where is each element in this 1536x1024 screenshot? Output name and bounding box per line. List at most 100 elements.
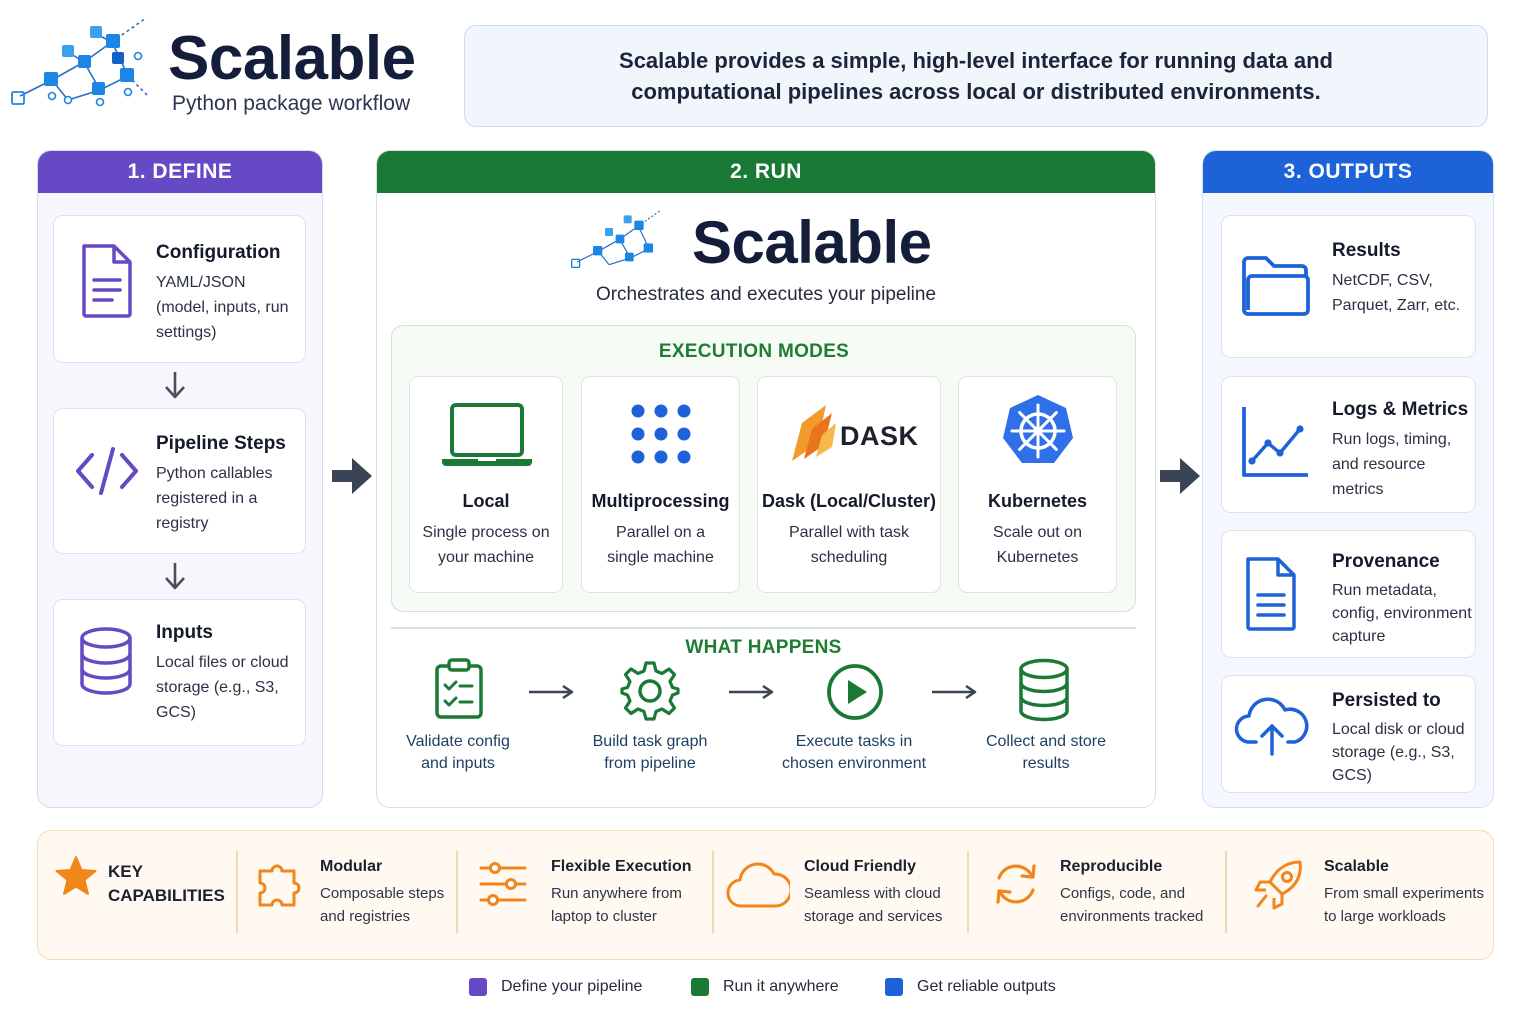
document-icon: [1246, 557, 1296, 631]
define-card-title: Configuration: [156, 242, 281, 263]
mode-desc: Parallel on a single machine: [607, 524, 714, 566]
run-tagline: Orchestrates and executes your pipeline: [595, 284, 937, 305]
arrow-right-icon: [529, 684, 574, 700]
legend-item-outputs: Get reliable outputs: [885, 978, 1056, 996]
output-card-persisted: Persisted to Local disk or cloud storage…: [1221, 675, 1476, 793]
capability-title: Reproducible: [1060, 858, 1163, 875]
dask-logo-text: DASK: [840, 421, 919, 451]
define-card-desc: Local files or cloud storage (e.g., S3, …: [156, 654, 289, 721]
database-icon: [1019, 658, 1069, 722]
output-card-desc: Local disk or cloud storage (e.g., S3, G…: [1332, 721, 1465, 784]
scalable-logo-icon: [571, 209, 662, 268]
arrow-right-icon: [729, 684, 774, 700]
output-card-title: Results: [1332, 240, 1401, 261]
cloud-icon: [726, 862, 790, 908]
database-icon: [80, 627, 132, 695]
right-arrow-icon: [332, 458, 372, 494]
mode-card-kubernetes: Kubernetes Scale out on Kubernetes: [958, 376, 1117, 593]
define-card-desc: YAML/JSON (model, inputs, run settings): [156, 274, 289, 341]
right-arrow-icon: [1160, 458, 1200, 494]
intro-text: Scalable provides a simple, high-level i…: [619, 48, 1333, 104]
capability-title: Flexible Execution: [551, 858, 692, 875]
capability-desc: Composable steps and registries: [320, 885, 445, 925]
capability-divider: [456, 851, 458, 933]
mode-title: Kubernetes: [987, 491, 1088, 511]
checklist-icon: [435, 658, 483, 719]
legend-label: Run it anywhere: [723, 978, 839, 995]
step-label: Validate config and inputs: [406, 733, 510, 772]
step-label: Execute tasks in chosen environment: [781, 733, 927, 772]
output-card-desc: Run logs, timing, and resource metrics: [1332, 431, 1452, 498]
document-icon: [82, 244, 132, 318]
define-card-desc: Python callables registered in a registr…: [156, 465, 273, 532]
what-happens-label: WHAT HAPPENS: [685, 637, 842, 658]
capability-desc: Run anywhere from laptop to cluster: [551, 885, 682, 925]
refresh-icon: [996, 864, 1036, 904]
down-arrow-icon: [165, 563, 185, 590]
capability-desc: From small experiments to large workload…: [1324, 885, 1485, 925]
legend-swatch: [885, 978, 903, 996]
run-brand-title: Scalable: [692, 209, 932, 276]
kubernetes-icon: [1003, 395, 1073, 463]
star-icon: [55, 856, 97, 895]
line-chart-icon: [1242, 407, 1308, 477]
output-card-desc: Run metadata, config, environment captur…: [1332, 582, 1472, 645]
run-heading: 2. RUN: [377, 151, 1155, 193]
output-card-provenance: Provenance Run metadata, config, environ…: [1221, 530, 1476, 658]
step-label: Collect and store results: [985, 733, 1107, 772]
output-card-logs-metrics: Logs & Metrics Run logs, timing, and res…: [1221, 376, 1476, 513]
dask-logo-icon: [792, 405, 836, 461]
mode-title: Multiprocessing: [591, 491, 730, 511]
mode-card-multiprocessing: Multiprocessing Parallel on a single mac…: [581, 376, 740, 593]
folder-icon: [1242, 256, 1310, 316]
execution-modes-label: EXECUTION MODES: [658, 341, 850, 362]
capability-title: Modular: [320, 858, 383, 875]
puzzle-icon: [258, 864, 301, 907]
down-arrow-icon: [165, 372, 185, 399]
capability-title: Scalable: [1324, 858, 1389, 875]
arrow-right-icon: [932, 684, 977, 700]
scalable-logo-icon: [11, 17, 149, 107]
cloud-upload-icon: [1234, 697, 1309, 756]
define-card-inputs: Inputs Local files or cloud storage (e.g…: [53, 599, 306, 746]
mode-desc: Scale out on Kubernetes: [993, 524, 1082, 566]
step-label: Build task graph from pipeline: [592, 733, 708, 772]
mode-card-dask: DASK Dask (Local/Cluster) Parallel with …: [757, 376, 941, 593]
dots-grid-icon: [631, 404, 691, 464]
capability-title: Cloud Friendly: [804, 858, 916, 875]
define-heading: 1. DEFINE: [38, 151, 322, 193]
capability-desc: Seamless with cloud storage and services: [804, 885, 943, 925]
gear-icon: [620, 661, 680, 721]
legend-item-run: Run it anywhere: [691, 978, 839, 996]
define-card-configuration: Configuration YAML/JSON (model, inputs, …: [53, 215, 306, 363]
output-card-desc: NetCDF, CSV, Parquet, Zarr, etc.: [1332, 272, 1461, 314]
page-subtitle: Python package workflow: [172, 92, 411, 115]
legend-label: Define your pipeline: [501, 978, 643, 995]
legend-swatch: [691, 978, 709, 996]
outputs-heading: 3. OUTPUTS: [1203, 151, 1493, 193]
capability-divider: [1225, 851, 1227, 933]
intro-banner: Scalable provides a simple, high-level i…: [464, 25, 1488, 127]
rocket-icon: [1254, 860, 1302, 910]
legend-swatch: [469, 978, 487, 996]
define-card-title: Inputs: [156, 622, 213, 643]
mode-card-local: Local Single process on your machine: [409, 376, 563, 593]
code-icon: [76, 447, 138, 495]
output-card-title: Provenance: [1332, 551, 1440, 572]
output-card-title: Persisted to: [1332, 690, 1441, 711]
define-card-pipeline-steps: Pipeline Steps Python callables register…: [53, 408, 306, 554]
run-divider: [391, 627, 1136, 629]
capability-desc: Configs, code, and environments tracked: [1060, 885, 1204, 925]
page-title: Scalable: [168, 24, 416, 93]
output-card-results: Results NetCDF, CSV, Parquet, Zarr, etc.: [1221, 215, 1476, 358]
define-card-title: Pipeline Steps: [156, 433, 286, 454]
capability-divider: [967, 851, 969, 933]
mode-desc: Single process on your machine: [422, 524, 550, 566]
output-card-title: Logs & Metrics: [1332, 399, 1469, 420]
capability-divider: [236, 851, 238, 933]
play-icon: [827, 664, 883, 720]
key-capabilities-bar: [37, 830, 1494, 960]
sliders-icon: [479, 862, 527, 906]
mode-desc: Parallel with task scheduling: [788, 524, 910, 566]
laptop-icon: [442, 403, 532, 466]
